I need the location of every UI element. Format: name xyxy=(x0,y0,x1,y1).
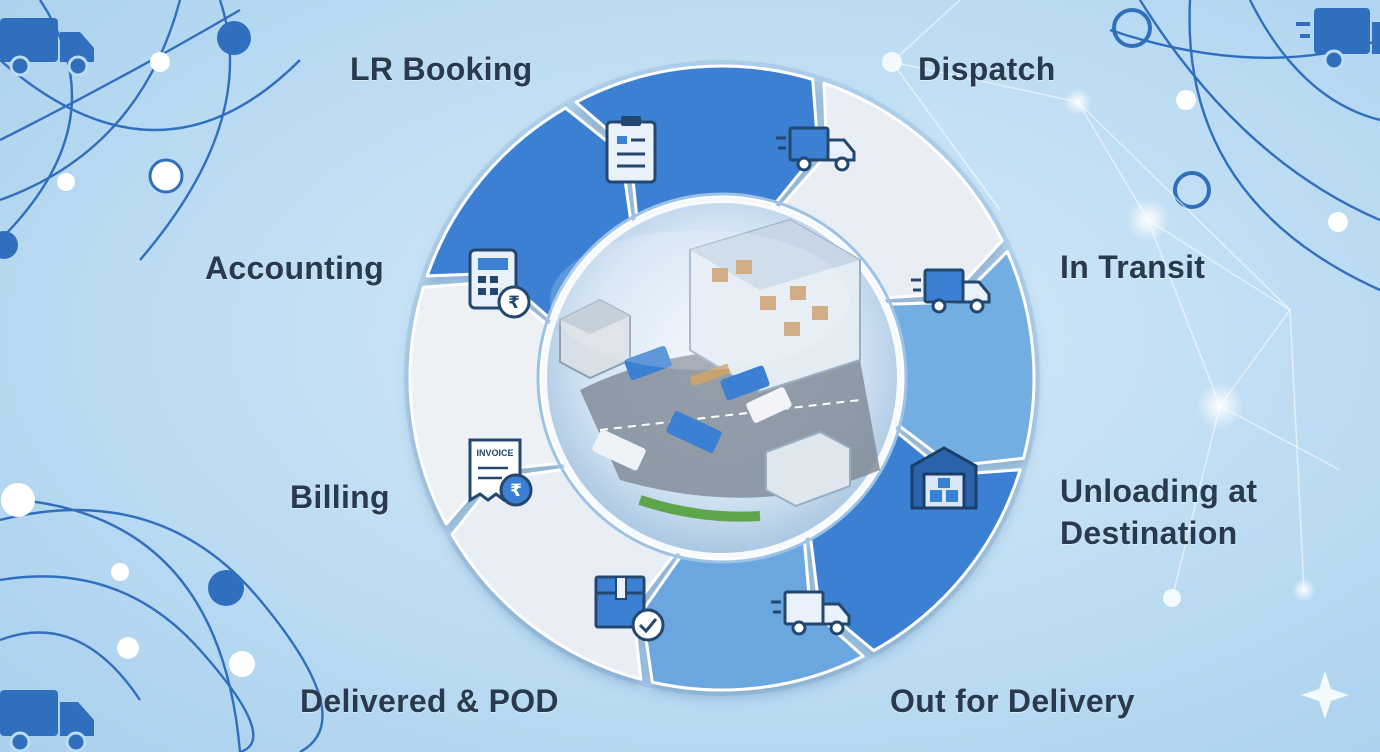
label-unloading-line-2: Destination xyxy=(1060,515,1238,551)
hub-warehouse-building xyxy=(689,218,861,394)
label-billing: Billing xyxy=(290,479,390,515)
hub-road-marking xyxy=(599,399,861,431)
invoice-icon: INVOICE ₹ xyxy=(468,438,533,507)
warehouse-icon xyxy=(910,446,978,510)
segment-out-for-delivery xyxy=(640,538,865,692)
invoice-icon-text: INVOICE xyxy=(476,448,513,458)
hub-greenery xyxy=(638,495,761,522)
label-in-transit: In Transit xyxy=(1060,249,1206,285)
label-out-for-delivery: Out for Delivery xyxy=(890,683,1135,719)
label-accounting: Accounting xyxy=(205,250,384,286)
central-hub xyxy=(536,192,908,564)
hub-trucks xyxy=(592,345,792,471)
segment-dispatch xyxy=(780,81,1004,300)
corner-truck-icon-bottom-left xyxy=(0,690,94,752)
segment-in-transit xyxy=(886,250,1036,468)
package-check-icon xyxy=(594,575,665,642)
rupee-symbol: ₹ xyxy=(510,481,522,501)
label-unloading-line-1: Unloading at xyxy=(1060,473,1258,509)
clipboard-icon xyxy=(605,116,657,184)
hub-office-building xyxy=(559,298,631,380)
corner-truck-icon-top-left xyxy=(0,18,94,77)
corner-truck-icon-top-right xyxy=(1296,8,1380,71)
label-lr-booking: LR Booking xyxy=(350,51,533,87)
truck-icon xyxy=(771,590,851,636)
stage-icons: INVOICE ₹ ₹ xyxy=(468,116,991,642)
rupee-symbol: ₹ xyxy=(508,293,520,313)
hub-glass-reflection xyxy=(550,230,850,370)
hub-depot-building xyxy=(765,430,851,508)
label-unloading-at-destination: Unloading at Destination xyxy=(1060,470,1257,554)
segment-billing xyxy=(408,280,563,526)
truck-icon xyxy=(776,126,856,172)
label-dispatch: Dispatch xyxy=(918,51,1056,87)
label-delivered-pod: Delivered & POD xyxy=(300,683,559,719)
sparkle-icon xyxy=(1301,671,1349,719)
calculator-icon: ₹ xyxy=(468,248,531,319)
truck-icon xyxy=(911,268,991,314)
network-lines-light xyxy=(890,0,1341,599)
